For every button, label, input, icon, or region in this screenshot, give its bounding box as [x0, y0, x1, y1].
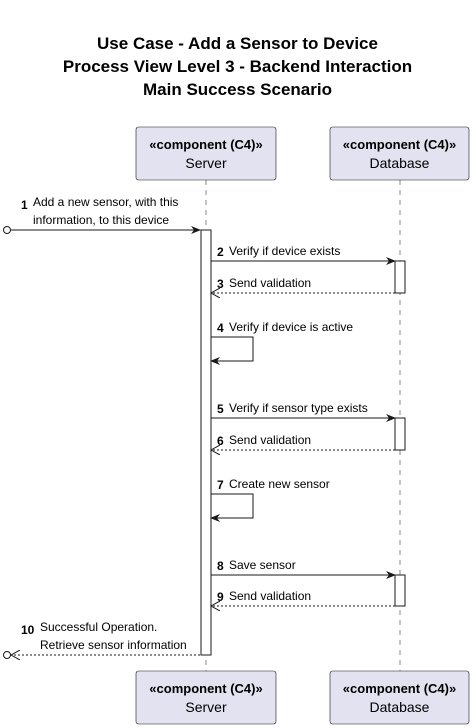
lost-found-circle — [3, 651, 11, 659]
message-number: 7 — [217, 478, 224, 492]
participant-database-top: «component (C4)» Database — [329, 126, 470, 181]
message-9: 9 Send validation — [211, 589, 395, 606]
message-label: Send validation — [229, 276, 311, 290]
participant-name: Server — [185, 699, 227, 715]
lost-found-circle — [3, 226, 11, 234]
message-label: information, to this device — [33, 213, 169, 227]
participant-database-bottom: «component (C4)» Database — [329, 670, 470, 725]
message-label: Successful Operation. — [40, 620, 157, 634]
activation-bar-database — [394, 574, 406, 607]
message-number: 1 — [21, 198, 28, 212]
participant-box — [329, 670, 470, 725]
activation-bar-database — [394, 260, 406, 294]
message-label: Create new sensor — [229, 477, 330, 491]
participant-box — [135, 126, 277, 181]
message-number: 2 — [217, 245, 224, 259]
participant-box — [329, 126, 470, 181]
message-label: Save sensor — [229, 558, 296, 572]
participant-box — [135, 670, 277, 725]
message-number: 10 — [21, 623, 35, 637]
message-label: Send validation — [229, 589, 311, 603]
message-number: 9 — [217, 590, 224, 604]
message-label: Verify if sensor type exists — [229, 401, 368, 415]
activation-bar-server — [200, 229, 212, 656]
diagram-title: Use Case - Add a Sensor to Device Proces… — [0, 32, 475, 101]
message-number: 5 — [217, 402, 224, 416]
message-label: Add a new sensor, with this — [33, 195, 178, 209]
title-line-1: Use Case - Add a Sensor to Device — [97, 34, 378, 53]
message-arrow — [210, 336, 254, 365]
message-number: 3 — [217, 277, 224, 291]
title-line-3: Main Success Scenario — [143, 80, 332, 99]
message-label: Retrieve sensor information — [40, 638, 187, 652]
message-2: 2 Verify if device exists — [211, 244, 396, 265]
message-7: 7 Create new sensor — [210, 477, 330, 522]
participant-name: Database — [370, 155, 430, 171]
message-number: 4 — [217, 321, 224, 335]
message-5: 5 Verify if sensor type exists — [211, 401, 396, 422]
activation-bar-database — [394, 417, 406, 451]
message-3: 3 Send validation — [211, 276, 395, 293]
message-8: 8 Save sensor — [211, 558, 396, 579]
participant-server-bottom: «component (C4)» Server — [135, 670, 277, 725]
participant-stereotype: «component (C4)» — [343, 681, 456, 696]
participant-stereotype: «component (C4)» — [343, 137, 456, 152]
participant-stereotype: «component (C4)» — [149, 137, 262, 152]
message-number: 8 — [217, 559, 224, 573]
message-1: 1 Add a new sensor, with this information,… — [3, 195, 201, 234]
message-label: Send validation — [229, 433, 311, 447]
title-line-2: Process View Level 3 - Backend Interacti… — [62, 57, 413, 76]
message-arrow — [210, 493, 254, 522]
participant-server-top: «component (C4)» Server — [135, 126, 277, 181]
message-label: Verify if device exists — [229, 244, 340, 258]
message-6: 6 Send validation — [211, 433, 395, 450]
participant-name: Server — [185, 155, 227, 171]
message-4: 4 Verify if device is active — [210, 320, 353, 365]
message-number: 6 — [217, 434, 224, 448]
message-label: Verify if device is active — [229, 320, 353, 334]
participant-name: Database — [370, 699, 430, 715]
message-10: 10 Successful Operation. Retrieve sensor i… — [3, 620, 200, 659]
participant-stereotype: «component (C4)» — [149, 681, 262, 696]
